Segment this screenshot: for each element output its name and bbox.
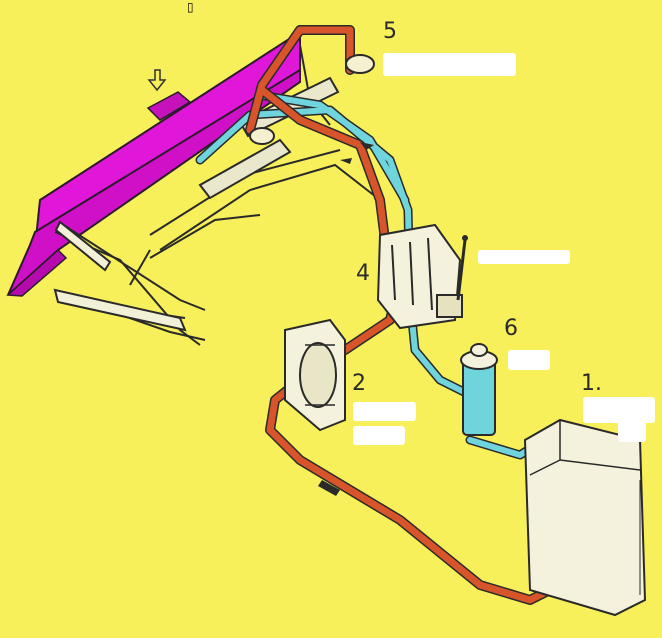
blank-label-filter: [508, 350, 550, 370]
oil-filter: [460, 343, 498, 436]
lift-arm: [53, 220, 187, 332]
label-pump-number: 2: [352, 371, 366, 396]
cylinder-fittings: [249, 54, 375, 145]
control-valve: [376, 223, 463, 330]
blank-label-valve: [478, 250, 570, 264]
top-marker-glyph: ▯: [187, 0, 194, 14]
blank-labels: [353, 53, 655, 445]
label-tank-number: 1.: [581, 371, 602, 396]
blank-label-pump-1: [353, 402, 416, 421]
label-filter-number: 6: [504, 316, 518, 341]
label-valve-number: 4: [356, 261, 370, 286]
blank-label-tank-1: [583, 397, 655, 423]
down-arrow-icon: [147, 69, 167, 92]
dozer-blade: [6, 30, 301, 297]
blank-label-pump-2: [353, 426, 405, 445]
blank-label-tank-2: [618, 420, 646, 442]
label-cylinder-number: 5: [383, 19, 397, 44]
valve-lever: [456, 235, 468, 301]
flow-arrow-icon: [318, 142, 374, 496]
blank-label-cylinder: [383, 53, 516, 76]
hydraulic-pump: [284, 318, 346, 432]
hydraulic-tank: [523, 418, 647, 617]
